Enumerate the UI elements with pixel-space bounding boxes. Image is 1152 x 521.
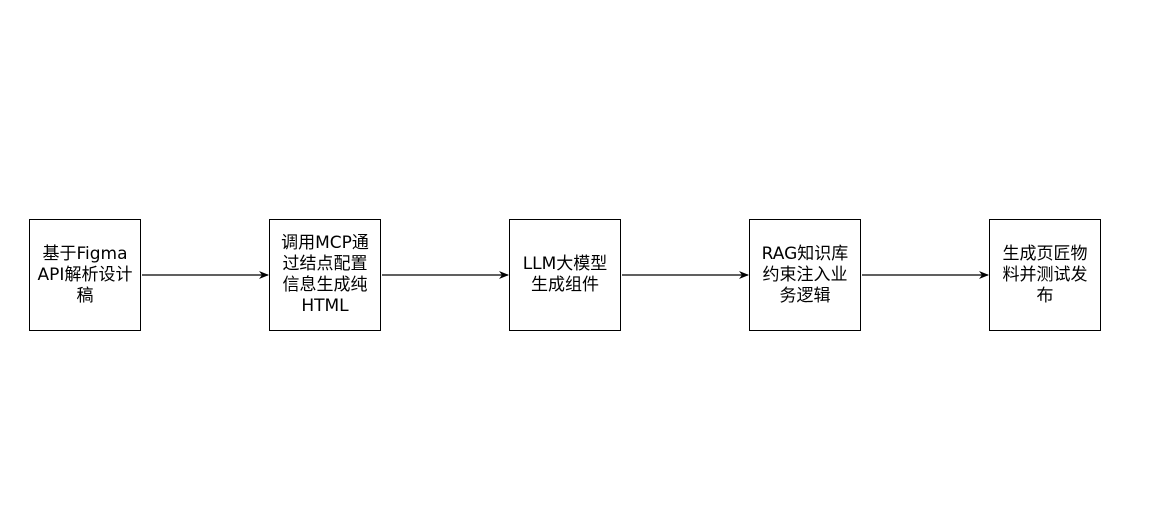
step-label: 生成页匠物 料并测试发 布 [1002,243,1088,306]
step-parse-figma-design: 基于Figma API解析设计 稿 [29,219,141,331]
step-label: RAG知识库 约束注入业 务逻辑 [761,243,849,306]
step-rag-business-logic: RAG知识库 约束注入业 务逻辑 [749,219,861,331]
step-generate-and-publish: 生成页匠物 料并测试发 布 [989,219,1101,331]
step-label: LLM大模型 生成组件 [522,254,608,295]
step-mcp-generate-html: 调用MCP通 过结点配置 信息生成纯 HTML [269,219,381,331]
step-label: 调用MCP通 过结点配置 信息生成纯 HTML [281,233,369,316]
step-llm-generate-components: LLM大模型 生成组件 [509,219,621,331]
step-label: 基于Figma API解析设计 稿 [37,243,133,306]
